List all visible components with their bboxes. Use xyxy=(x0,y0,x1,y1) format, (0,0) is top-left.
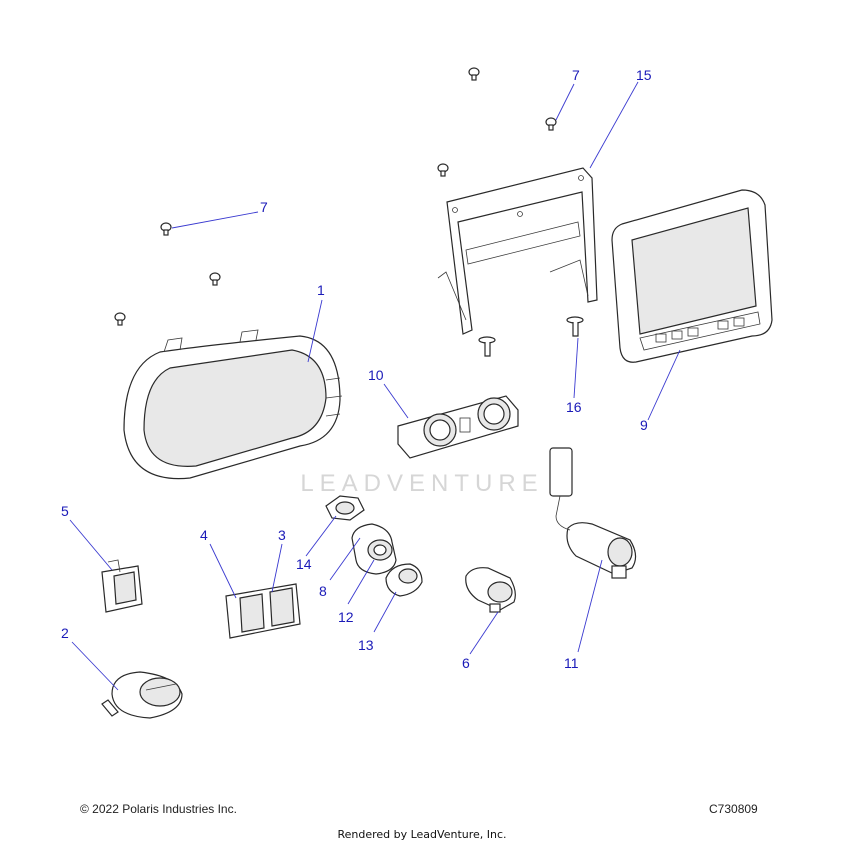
rendered-by-credit: Rendered by LeadVenture, Inc. xyxy=(337,828,507,841)
usb-outlet-part xyxy=(549,447,637,579)
copyright-notice: © 2022 Polaris Industries Inc. xyxy=(80,802,237,816)
callout-7-top: 7 xyxy=(572,67,580,83)
callout-1: 1 xyxy=(317,282,325,298)
twelve-volt-outlet-part xyxy=(465,567,516,613)
outlet-cap-part xyxy=(385,563,423,597)
retaining-nut-part xyxy=(325,495,365,521)
ignition-switch-part xyxy=(101,671,183,719)
screw-part xyxy=(114,67,557,326)
watermark-text: LEADVENTURE xyxy=(300,470,544,497)
touch-display-part xyxy=(611,189,773,363)
callout-12: 12 xyxy=(338,609,354,625)
rocker-switch-pair-part xyxy=(225,583,301,639)
instrument-cluster-part xyxy=(123,329,343,480)
callout-7-left: 7 xyxy=(260,199,268,215)
rocker-switch-part xyxy=(101,559,143,613)
leader-lines xyxy=(69,81,681,691)
callout-10: 10 xyxy=(368,367,384,383)
callout-15: 15 xyxy=(636,67,652,83)
power-outlet-part xyxy=(351,523,397,575)
callout-3: 3 xyxy=(278,527,286,543)
callout-8: 8 xyxy=(319,583,327,599)
callout-2: 2 xyxy=(61,625,69,641)
callout-13: 13 xyxy=(358,637,374,653)
callout-6: 6 xyxy=(462,655,470,671)
callout-16: 16 xyxy=(566,399,582,415)
callout-14: 14 xyxy=(296,556,312,572)
callout-numbers: 1 2 3 4 5 6 7 7 8 9 10 11 12 13 14 15 16 xyxy=(61,67,652,671)
callout-5: 5 xyxy=(61,503,69,519)
display-bracket-part xyxy=(437,167,598,335)
callout-9: 9 xyxy=(640,417,648,433)
callout-4: 4 xyxy=(200,527,208,543)
callout-11: 11 xyxy=(564,655,579,671)
drawing-number: C730809 xyxy=(709,802,758,816)
push-pin-part xyxy=(478,316,584,357)
climate-control-panel-part xyxy=(397,395,519,459)
